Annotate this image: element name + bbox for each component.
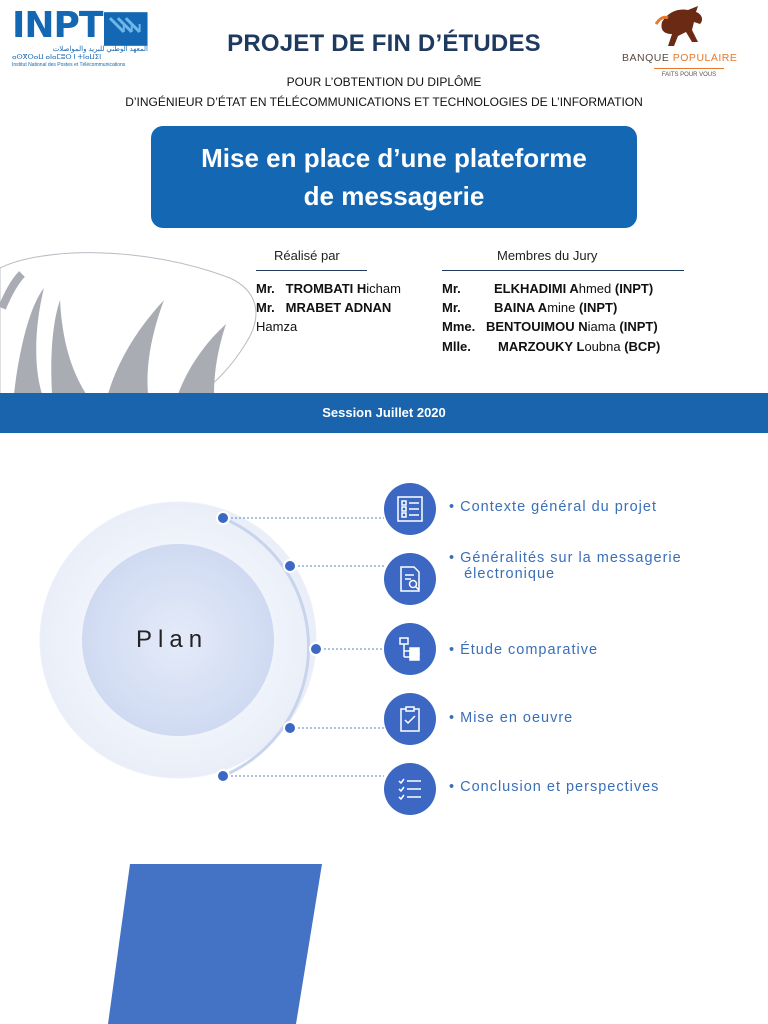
bank-name: BANQUE POPULAIRE bbox=[622, 52, 738, 64]
plan-item-3: • Étude comparative bbox=[449, 642, 599, 658]
project-title-line1: Mise en place d’une plateforme bbox=[201, 143, 587, 173]
plan-item-5: • Conclusion et perspectives bbox=[449, 779, 660, 795]
jury-member-4: Mlle.MARZOUKY Loubna (BCP) bbox=[442, 339, 661, 354]
bank-divider bbox=[654, 68, 724, 69]
subtitle-line2: D’INGÉNIEUR D’ÉTAT EN TÉLÉCOMMUNICATIONS… bbox=[125, 95, 643, 109]
plan-item-2: • Généralités sur la messagerie électron… bbox=[449, 550, 682, 582]
plan-diagram bbox=[39, 501, 384, 783]
author-2: Mr. MRABET ADNAN bbox=[256, 300, 392, 315]
jury-member-3: Mme.BENTOUIMOU Niama (INPT) bbox=[442, 319, 658, 334]
inpt-logo-subtitle: Institut National des Postes et Télécomm… bbox=[12, 62, 126, 68]
jury-member-2: Mr.BAINA Amine (INPT) bbox=[442, 300, 618, 315]
plan-inner-circle bbox=[82, 544, 274, 736]
task-list-icon bbox=[384, 763, 436, 815]
banque-populaire-logo: BANQUE POPULAIRE FAITS POUR VOUS bbox=[616, 2, 762, 84]
authors-heading: Réalisé par bbox=[274, 248, 340, 263]
author-1: Mr. TROMBATI Hicham bbox=[256, 281, 401, 296]
horse-icon bbox=[654, 6, 703, 46]
plan-connectors bbox=[223, 517, 384, 777]
document-search-icon bbox=[384, 553, 436, 605]
checklist-icon bbox=[384, 483, 436, 535]
plan-title: Plan bbox=[136, 626, 209, 653]
project-title-line2: de messagerie bbox=[303, 181, 485, 211]
inpt-logo-text: INPT bbox=[12, 5, 103, 46]
plan-item-1: • Contexte général du projet bbox=[449, 499, 658, 515]
plan-arc bbox=[222, 516, 311, 778]
inpt-logo-arabic: المعهد الوطني للبريد والمواصلات bbox=[52, 46, 148, 53]
authors-divider bbox=[256, 270, 367, 271]
inpt-logo-tifinagh: ⴰⵙⴳⵔⴰⵡ ⴰⵏⴰⵎⵓⵔ ⵏ ⵜⵏⴰⵡⵉⵏ bbox=[12, 54, 102, 61]
hierarchy-icon bbox=[384, 623, 436, 675]
session-band: Session Juillet 2020 bbox=[0, 393, 768, 433]
jury-member-1: Mr.ELKHADIMI Ahmed (INPT) bbox=[442, 281, 654, 296]
satellite-dish-illustration bbox=[0, 252, 257, 394]
plan-dots bbox=[216, 511, 323, 783]
jury-divider bbox=[442, 270, 684, 271]
author-2-wrap: Hamza bbox=[256, 319, 298, 334]
project-title-box: Mise en place d’une plateforme de messag… bbox=[151, 126, 637, 228]
clipboard-check-icon bbox=[384, 693, 436, 745]
jury-heading: Membres du Jury bbox=[497, 248, 598, 263]
subtitle-line1: POUR L’OBTENTION DU DIPLÔME bbox=[286, 75, 482, 89]
bank-tagline: FAITS POUR VOUS bbox=[661, 72, 717, 78]
page-title: PROJET DE FIN D’ÉTUDES bbox=[227, 30, 541, 57]
inpt-logo-arrows-icon bbox=[104, 12, 148, 46]
inpt-logo: INPT المعهد الوطني للبريد والمواصلات ⴰⵙⴳ… bbox=[12, 6, 148, 72]
plan-item-4: • Mise en oeuvre bbox=[449, 710, 574, 726]
blue-parallelogram-shape bbox=[108, 864, 322, 1024]
